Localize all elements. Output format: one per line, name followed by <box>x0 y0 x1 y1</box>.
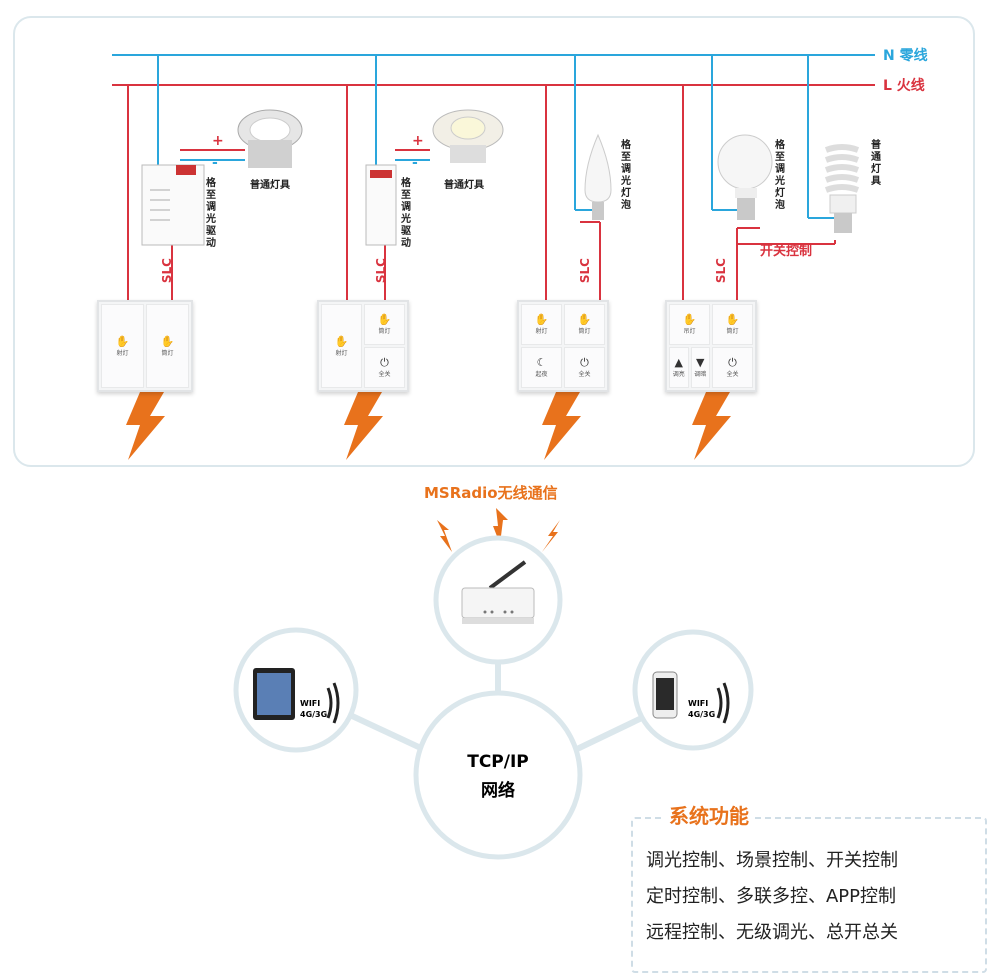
wiring-diagram <box>112 54 875 460</box>
moon-icon: ☾ <box>536 356 547 369</box>
switch-key[interactable]: ✋筒灯 <box>146 304 189 388</box>
network-subtitle: 网络 <box>481 781 515 801</box>
plus-sign: + <box>412 133 424 149</box>
phone-icon <box>652 671 678 719</box>
lamp-label: 普通灯具 <box>871 140 881 187</box>
bulb-icon: ✋ <box>577 313 592 326</box>
bulb-label: 格至调光灯泡 <box>775 140 785 211</box>
feature-line: 定时控制、多联多控、APP控制 <box>646 886 897 907</box>
bulb-icon: ✋ <box>160 334 175 348</box>
features-panel <box>631 817 987 973</box>
minus-sign: - <box>212 155 218 171</box>
network-title: TCP/IP <box>467 752 529 772</box>
bulb-icon: ✋ <box>534 313 549 326</box>
power-icon: ⏻ <box>728 356 737 369</box>
plus-sign: + <box>212 133 224 149</box>
lightning-icon-small <box>437 520 452 552</box>
live-wire-label: L 火线 <box>883 78 925 94</box>
cell-label: 4G/3G <box>300 710 328 719</box>
dimming-driver-2 <box>365 164 397 246</box>
wifi-label: WIFI <box>300 699 321 708</box>
wifi-signal-icon <box>326 682 340 724</box>
power-icon: ⏻ <box>380 356 389 369</box>
bulb-icon: ✋ <box>334 334 349 348</box>
smart-switch-panel-2: ✋射灯 ✋筒灯 ⏻全关 <box>317 300 409 392</box>
up-icon: ▲ <box>674 356 683 369</box>
lamp-label: 普通灯具 <box>444 180 484 191</box>
power-icon: ⏻ <box>580 356 589 369</box>
phone-circle <box>632 629 754 751</box>
switch-key[interactable]: ✋筒灯 <box>364 304 405 345</box>
lightning-icon-3 <box>542 392 581 460</box>
candle-bulb-icon <box>584 133 612 220</box>
network-diagram <box>233 508 754 860</box>
switch-key[interactable]: ⏻全关 <box>712 347 753 388</box>
smart-switch-panel-4: ✋吊灯 ✋筒灯 ▲调亮 ▼调暗 ⏻全关 <box>665 300 757 392</box>
switch-key[interactable]: ▲调亮 <box>669 347 689 388</box>
lightning-icon-1 <box>126 392 165 460</box>
wifi-signal-icon <box>716 682 730 724</box>
bulb-icon: ✋ <box>725 313 740 326</box>
switch-control-label: 开关控制 <box>760 244 813 259</box>
bulb-label: 格至调光灯泡 <box>621 140 631 211</box>
switch-key[interactable]: ✋筒灯 <box>564 304 605 345</box>
switch-key[interactable]: ✋射灯 <box>321 304 362 388</box>
switch-key[interactable]: ☾起夜 <box>521 347 562 388</box>
switch-key[interactable]: ⏻全关 <box>364 347 405 388</box>
smart-switch-panel-1: ✋射灯 ✋筒灯 <box>97 300 193 392</box>
switch-key[interactable]: ✋吊灯 <box>669 304 710 345</box>
switch-key[interactable]: ✋射灯 <box>101 304 144 388</box>
bulb-icon: ✋ <box>115 334 130 348</box>
feature-line: 远程控制、无级调光、总开总关 <box>646 922 898 943</box>
switch-key[interactable]: ▼调暗 <box>690 347 710 388</box>
switch-key[interactable]: ✋射灯 <box>521 304 562 345</box>
slc-label: SLC <box>714 258 728 284</box>
driver-label: 格至调光驱动 <box>401 178 411 249</box>
switch-key[interactable]: ✋筒灯 <box>712 304 753 345</box>
lightning-icon-small <box>542 520 560 552</box>
features-title: 系统功能 <box>663 800 755 829</box>
wiring-panel <box>13 16 975 467</box>
cfl-bulb-icon <box>824 144 860 233</box>
spotlight-icon <box>432 109 504 163</box>
globe-bulb-icon <box>717 134 773 220</box>
switch-key[interactable]: ⏻全关 <box>564 347 605 388</box>
bulb-icon: ✋ <box>682 313 697 326</box>
lightning-icon-small <box>493 508 508 544</box>
tablet-icon <box>253 668 295 720</box>
slc-label: SLC <box>160 258 174 284</box>
down-icon: ▼ <box>696 356 705 369</box>
slc-label: SLC <box>578 258 592 284</box>
dimming-driver-1 <box>141 164 205 246</box>
smart-switch-panel-3: ✋射灯 ✋筒灯 ☾起夜 ⏻全关 <box>517 300 609 392</box>
wifi-label: WIFI <box>688 699 709 708</box>
feature-line: 调光控制、场景控制、开关控制 <box>646 850 898 871</box>
driver-label: 格至调光驱动 <box>206 178 216 249</box>
lightning-icon-4 <box>692 392 731 460</box>
tcpip-network-circle <box>413 690 583 860</box>
cell-label: 4G/3G <box>688 710 716 719</box>
bulb-icon: ✋ <box>377 313 392 326</box>
router-icon <box>461 560 535 624</box>
lightning-icon-2 <box>344 392 383 460</box>
wireless-label: MSRadio无线通信 <box>424 484 558 502</box>
minus-sign: - <box>412 155 418 171</box>
slc-label: SLC <box>374 258 388 284</box>
neutral-wire-label: N 零线 <box>883 48 928 64</box>
downlight-icon <box>237 109 303 168</box>
lamp-label: 普通灯具 <box>250 180 290 191</box>
